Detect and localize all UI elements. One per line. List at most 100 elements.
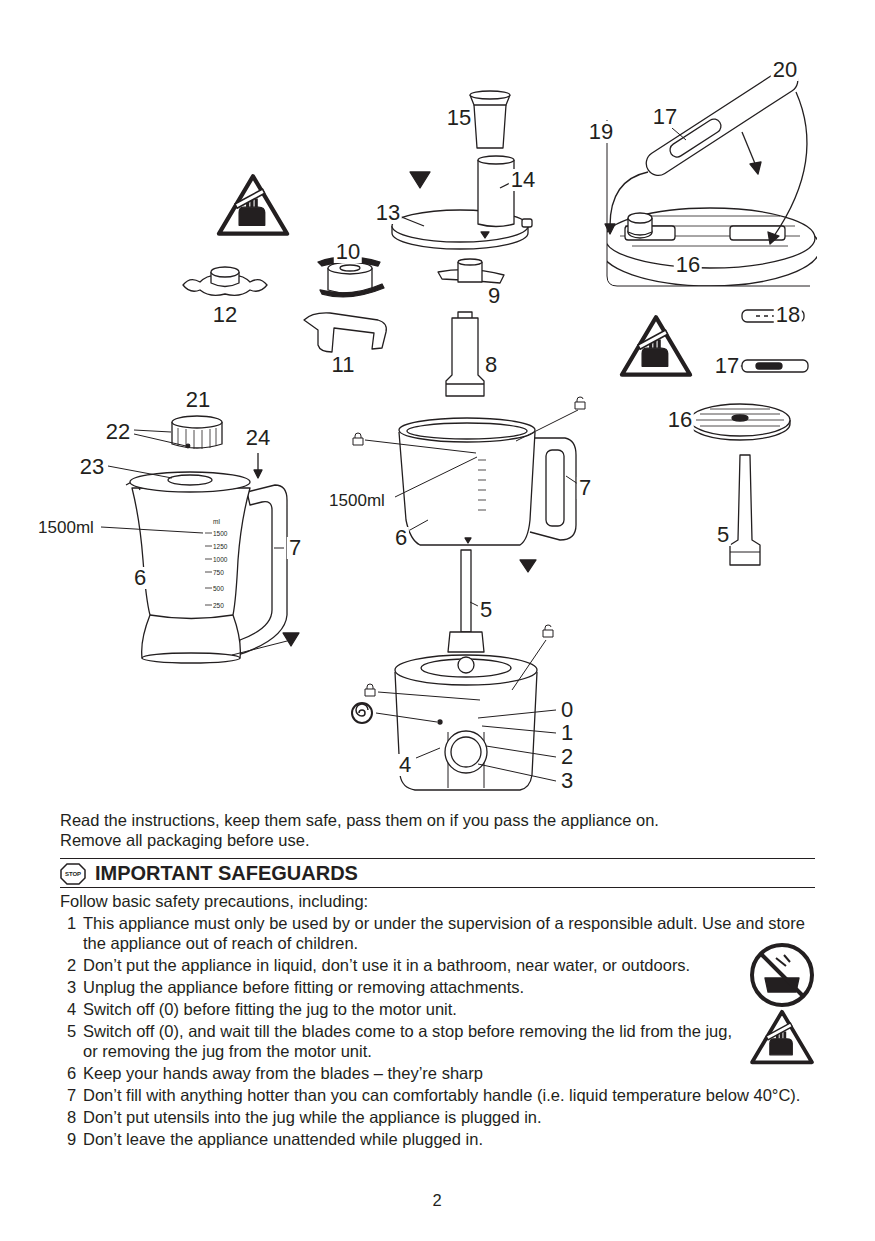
callout-number: 6: [393, 527, 409, 549]
illustration-part: [478, 460, 486, 510]
list-number: 8: [67, 1107, 76, 1127]
list-item: Switch off (0), and wait till the blades…: [83, 1021, 743, 1061]
illustration-part: [470, 602, 478, 606]
callout-number: 5: [478, 599, 494, 621]
callout-number: 16: [666, 409, 694, 431]
illustration-part: [448, 632, 484, 652]
illustration-part: [168, 475, 212, 485]
illustration-part: [205, 533, 212, 605]
illustration-part: [352, 703, 372, 723]
illustration-part: [172, 416, 222, 428]
callout-number: 1: [559, 722, 575, 744]
illustration-part: [461, 550, 471, 632]
illustration-part: [438, 720, 442, 724]
illustration-part: [543, 625, 553, 637]
callout-number: 14: [509, 169, 537, 191]
page-number: 2: [432, 1190, 441, 1210]
callout-number: 17: [713, 355, 741, 377]
body-text: Follow basic safety precautions, includi…: [60, 891, 820, 911]
list-item: Don’t leave the appliance unattended whi…: [83, 1129, 815, 1149]
illustration-part: [520, 560, 536, 572]
callout-number: 4: [397, 754, 413, 776]
illustration-part: [696, 409, 784, 426]
list-number: 2: [67, 955, 76, 975]
illustration-part: [478, 156, 514, 164]
illustration-part: [478, 710, 556, 718]
illustration-part: [134, 434, 186, 446]
scale-mark: 1500: [213, 531, 227, 538]
illustration-part: [416, 748, 440, 758]
illustration-part: [274, 548, 284, 549]
illustration-part: [732, 415, 748, 421]
scale-mark: 500: [213, 586, 224, 593]
illustration-part: [756, 363, 782, 369]
illustration-part: [304, 313, 386, 352]
illustration-part: [395, 655, 537, 685]
illustration-part: [445, 731, 487, 773]
list-item: Switch off (0) before fitting the jug to…: [83, 999, 743, 1019]
illustration-part: [61, 864, 85, 884]
heading-rule: [60, 887, 815, 888]
callout-number: 10: [334, 241, 362, 263]
illustration-part: [458, 259, 482, 265]
illustration-part: [482, 726, 556, 733]
list-number: 6: [67, 1063, 76, 1083]
stop-text: STOP: [65, 871, 81, 877]
scale-mark: 1000: [213, 557, 227, 564]
illustration-part: [134, 430, 171, 432]
callout-number: 20: [771, 59, 799, 81]
illustration-part: [446, 318, 484, 396]
illustration-part: [622, 317, 690, 374]
illustration-part: [470, 91, 510, 99]
illustration-part: [376, 713, 437, 722]
illustration-part: [512, 640, 546, 690]
illustration-part: [742, 132, 756, 166]
illustration-part: [642, 64, 803, 180]
illustration-part: [407, 423, 527, 439]
illustration-part: [752, 945, 812, 1005]
illustration-part: [607, 208, 815, 268]
illustration-part: [530, 438, 576, 540]
callout-number: 9: [486, 285, 502, 307]
illustration-part: [399, 432, 535, 545]
callout-number: 1500ml: [327, 492, 387, 509]
illustration-part: [142, 653, 240, 663]
illustration-part: [101, 527, 203, 533]
illustration-part: [108, 466, 172, 478]
list-item: Don’t fill with anything hotter than you…: [83, 1085, 815, 1105]
callout-number: 24: [244, 427, 272, 449]
list-item: Keep your hands away from the blades – t…: [83, 1063, 743, 1083]
callout-number: 1500ml: [36, 519, 96, 536]
illustration-part: [605, 224, 615, 234]
illustration-part: [130, 472, 250, 492]
callout-number: 17: [651, 106, 679, 128]
list-item: Unplug the appliance before fitting or r…: [83, 977, 743, 997]
illustration-part: [353, 433, 363, 445]
section-heading: IMPORTANT SAFEGUARDS: [95, 861, 358, 885]
list-number: 3: [67, 977, 76, 997]
body-text: Remove all packaging before use.: [60, 830, 820, 850]
list-item: Don’t put utensils into the jug while th…: [83, 1107, 815, 1127]
illustration-part: [211, 267, 239, 277]
callout-number: 8: [483, 354, 499, 376]
callout-number: 13: [374, 202, 402, 224]
callout-number: 16: [674, 254, 702, 276]
callout-number: 15: [445, 107, 473, 129]
callout-number: 2: [559, 746, 575, 768]
callout-number: 19: [587, 121, 615, 143]
callout-number: 5: [715, 524, 731, 546]
callout-number: 0: [559, 699, 575, 721]
illustration-part: [340, 265, 360, 271]
illustration-part: [365, 440, 476, 453]
illustration-part: [742, 360, 808, 372]
callout-number: 18: [774, 304, 802, 326]
illustration-part: [481, 232, 489, 238]
scale-mark: ml: [213, 519, 220, 526]
callout-number: 12: [211, 304, 239, 326]
illustration-part: [451, 737, 481, 767]
illustration-part: [465, 538, 471, 543]
illustration-part: [730, 455, 760, 565]
heading-rule: [60, 858, 815, 859]
illustration-part: [672, 128, 686, 140]
